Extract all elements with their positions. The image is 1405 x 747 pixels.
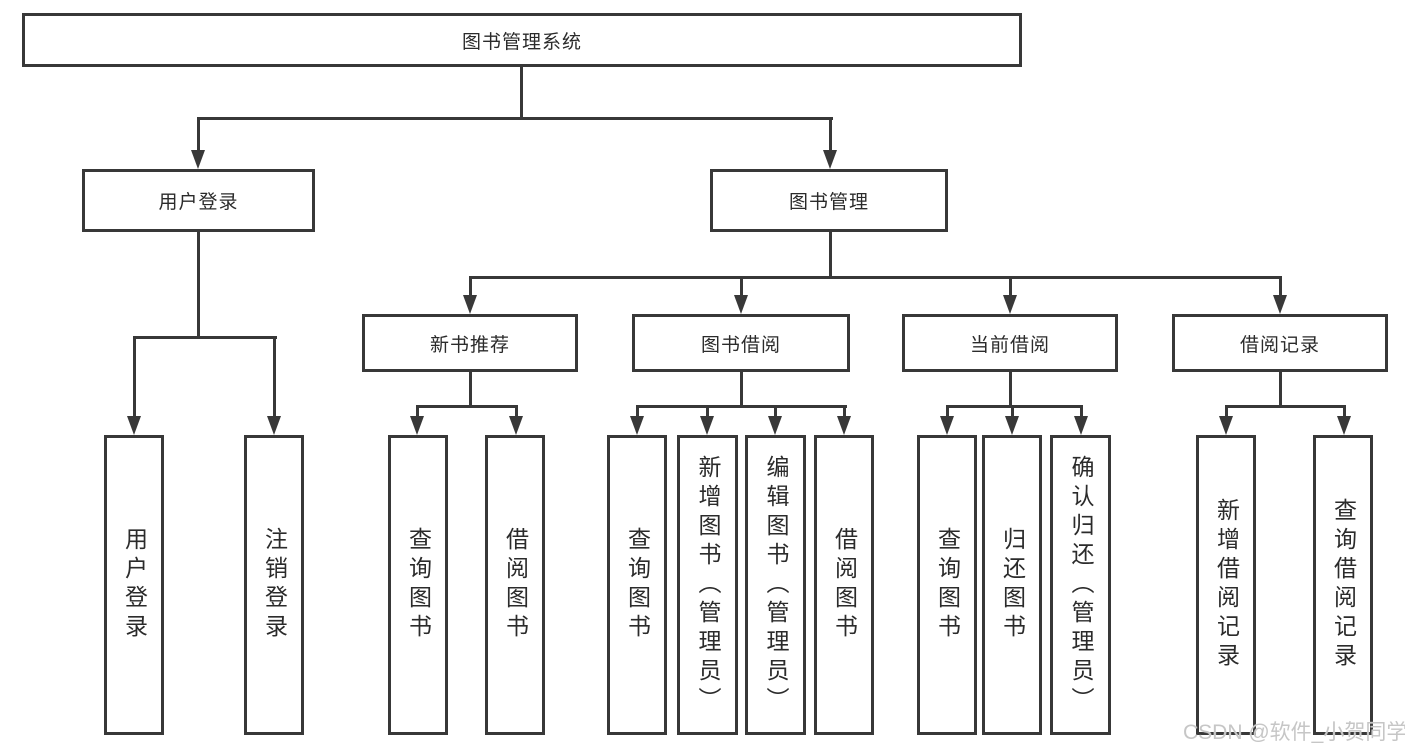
leaf-edit-book-admin: 编辑图书（管理员） [745, 435, 806, 735]
connector-line [469, 276, 1282, 279]
leaf-borrow-book-2: 借阅图书 [814, 435, 874, 735]
connector-line [1009, 372, 1012, 407]
connector-line [1343, 405, 1346, 418]
node-library-management-system: 图书管理系统 [22, 13, 1022, 67]
connector-line [829, 232, 832, 278]
connector-line [946, 405, 1083, 408]
connector-line [829, 117, 832, 153]
arrow-down-icon [1005, 416, 1019, 435]
node-book-borrowing: 图书借阅 [632, 314, 850, 372]
connector-line [197, 117, 200, 153]
connector-line [706, 405, 709, 418]
node-borrowing-records: 借阅记录 [1172, 314, 1388, 372]
arrow-down-icon [630, 416, 644, 435]
node-current-borrowing: 当前借阅 [902, 314, 1118, 372]
leaf-logout: 注销登录 [244, 435, 304, 735]
connector-line [1225, 405, 1346, 408]
connector-line [774, 405, 777, 418]
leaf-add-borrow-record: 新增借阅记录 [1196, 435, 1256, 735]
arrow-down-icon [509, 416, 523, 435]
node-new-book-recommendation: 新书推荐 [362, 314, 578, 372]
connector-line [520, 67, 523, 119]
connector-line [133, 336, 277, 339]
arrow-down-icon [837, 416, 851, 435]
connector-line [1225, 405, 1228, 418]
connector-line [946, 405, 949, 418]
leaf-borrow-book-1: 借阅图书 [485, 435, 545, 735]
connector-line [1279, 372, 1282, 407]
arrow-down-icon [191, 150, 205, 169]
connector-line [197, 117, 833, 120]
connector-line [197, 232, 200, 338]
arrow-down-icon [463, 295, 477, 314]
arrow-down-icon [734, 295, 748, 314]
connector-line [1279, 276, 1282, 298]
arrow-down-icon [127, 416, 141, 435]
connector-line [469, 372, 472, 407]
connector-line [515, 405, 518, 418]
leaf-query-book-2: 查询图书 [607, 435, 667, 735]
leaf-confirm-return-admin: 确认归还（管理员） [1050, 435, 1111, 735]
leaf-user-login: 用户登录 [104, 435, 164, 735]
node-book-management: 图书管理 [710, 169, 948, 232]
connector-line [636, 405, 847, 408]
connector-line [843, 405, 846, 418]
leaf-query-borrow-record: 查询借阅记录 [1313, 435, 1373, 735]
leaf-query-book-3: 查询图书 [917, 435, 977, 735]
connector-line [740, 372, 743, 407]
connector-line [1011, 405, 1014, 418]
arrow-down-icon [1337, 416, 1351, 435]
connector-line [416, 405, 419, 418]
connector-line [416, 405, 518, 408]
arrow-down-icon [1074, 416, 1088, 435]
connector-line [740, 276, 743, 298]
arrow-down-icon [1273, 295, 1287, 314]
arrow-down-icon [267, 416, 281, 435]
connector-line [133, 336, 136, 418]
arrow-down-icon [823, 150, 837, 169]
arrow-down-icon [768, 416, 782, 435]
arrow-down-icon [700, 416, 714, 435]
arrow-down-icon [1219, 416, 1233, 435]
leaf-query-book-1: 查询图书 [388, 435, 448, 735]
leaf-add-book-admin: 新增图书（管理员） [677, 435, 738, 735]
connector-line [1009, 276, 1012, 298]
arrow-down-icon [940, 416, 954, 435]
connector-line [636, 405, 639, 418]
csdn-watermark: CSDN @软件_小贺同学 [1183, 721, 1405, 744]
arrow-down-icon [410, 416, 424, 435]
connector-line [469, 276, 472, 298]
node-user-login: 用户登录 [82, 169, 315, 232]
connector-line [1080, 405, 1083, 418]
connector-line [273, 336, 276, 418]
leaf-return-book: 归还图书 [982, 435, 1042, 735]
arrow-down-icon [1003, 295, 1017, 314]
